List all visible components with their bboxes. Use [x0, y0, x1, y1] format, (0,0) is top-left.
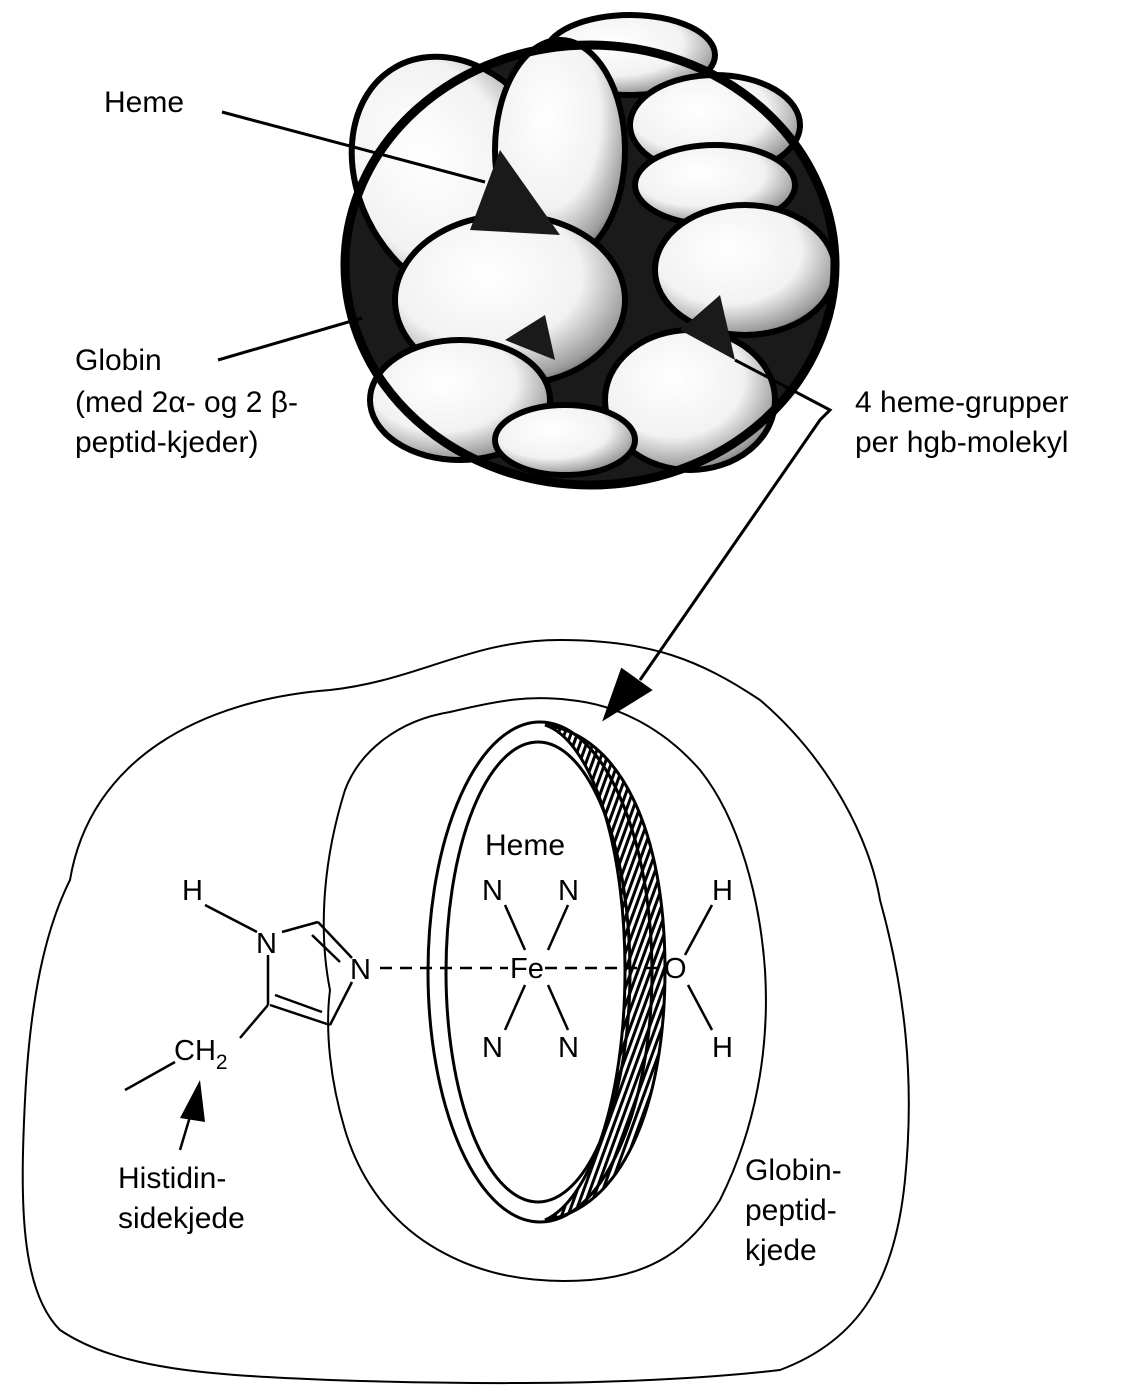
bond-fe-n-bottom-right: [548, 985, 568, 1030]
atom-h-water-top: H: [712, 875, 733, 907]
histidin-arrowhead: [180, 1080, 205, 1122]
atom-n-top-left: N: [482, 875, 503, 907]
bond-n3-c4: [330, 982, 352, 1025]
heme-label: Heme: [104, 86, 184, 119]
heme-ring-label: Heme: [485, 829, 565, 862]
hemoglobin-molecule: [308, 15, 835, 485]
bond-c4-c5: [270, 1005, 330, 1025]
histidin-label-line1: Histidin-: [118, 1162, 226, 1195]
globin-label-line2: (med 2α- og 2 β-: [75, 386, 298, 419]
bond-n-c2: [282, 922, 318, 932]
heme-groups-label-line1: 4 heme-grupper: [855, 386, 1068, 419]
atom-o-water: O: [664, 953, 687, 985]
bond-c5-ch2: [240, 1005, 268, 1038]
atom-n-top-right: N: [558, 875, 579, 907]
atom-h-imidazole: H: [182, 875, 203, 907]
atom-h-water-bottom: H: [712, 1032, 733, 1064]
globin-chain-label-line3: kjede: [745, 1234, 817, 1267]
globin-chain-label-line2: peptid-: [745, 1194, 837, 1227]
bond-fe-n-top-left: [505, 905, 525, 950]
atom-ch2-subscript: 2: [216, 1051, 228, 1074]
bond-h-n: [205, 905, 257, 932]
heme-disc: [428, 722, 665, 1222]
globin-chain-label-line1: Globin-: [745, 1154, 842, 1187]
bond-ch2-chain: [125, 1062, 175, 1090]
globin-label-line1: Globin: [75, 344, 162, 377]
globin-lobe: [655, 205, 835, 335]
atom-n-bottom-right: N: [558, 1032, 579, 1064]
globin-lobe: [495, 405, 635, 475]
atom-n-bottom-left: N: [482, 1032, 503, 1064]
bond-o-h-top: [685, 905, 712, 955]
atom-fe: Fe: [510, 953, 544, 985]
bond-o-h-bottom: [688, 985, 712, 1030]
heme-groups-label-line2: per hgb-molekyl: [855, 426, 1068, 459]
bond-fe-n-top-right: [548, 905, 568, 950]
atom-n-imidazole-upper: N: [256, 928, 277, 960]
heme-disc-hatched-rim: [545, 725, 665, 1220]
globin-peptide-inner-outline: [324, 698, 766, 1281]
globin-pointer-line: [218, 318, 362, 360]
globin-pocket-outline: [23, 640, 909, 1383]
atom-ch2: CH2: [174, 1035, 228, 1074]
atom-ch2-main: CH: [174, 1035, 216, 1067]
bond-fe-n-bottom-left: [505, 985, 525, 1030]
histidin-label-line2: sidekjede: [118, 1202, 245, 1235]
atom-n-imidazole-bound: N: [350, 954, 371, 986]
globin-label-line3: peptid-kjeder): [75, 426, 258, 459]
